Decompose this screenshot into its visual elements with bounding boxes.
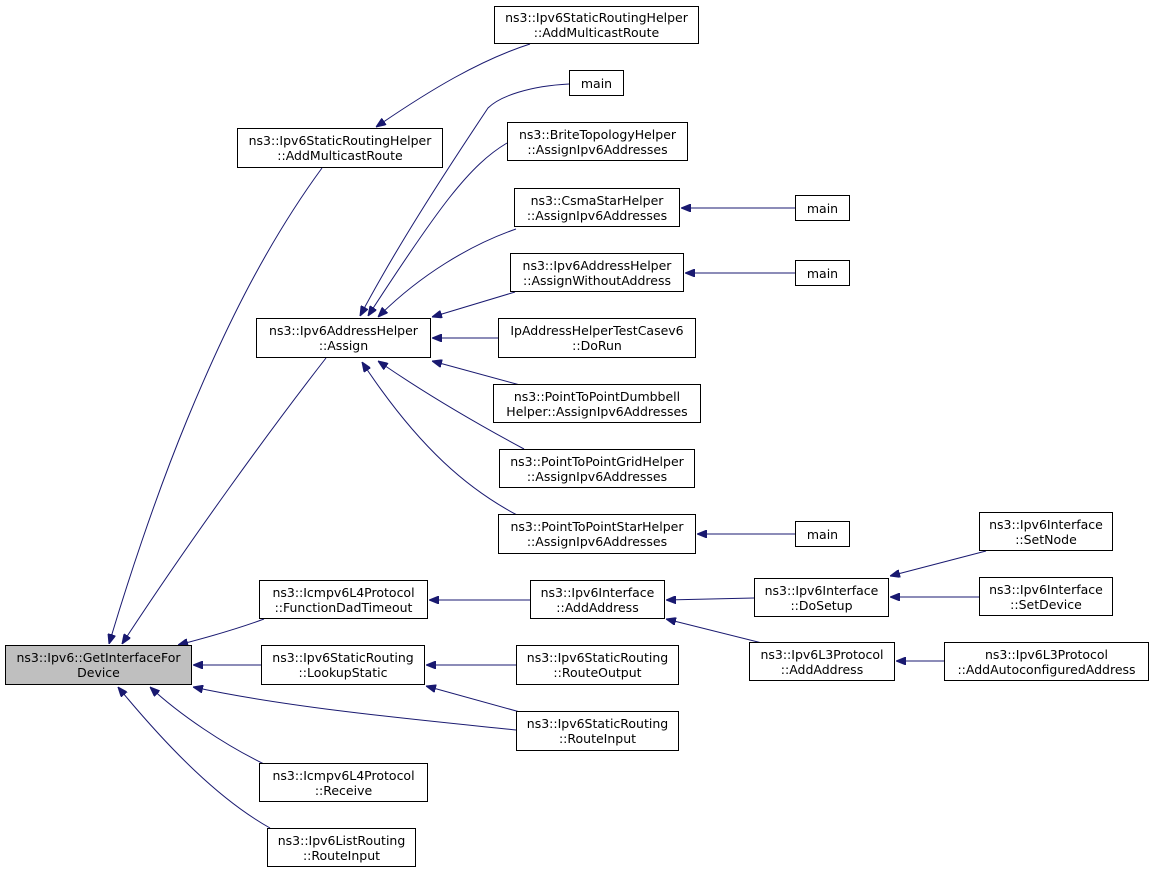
node-label-line: main (806, 265, 839, 281)
node-label-line: ns3::Ipv6Interface (540, 584, 655, 600)
node-label-line: ::Assign (318, 338, 369, 353)
node-label-line: ::AssignIpv6Addresses (527, 141, 668, 157)
node-label-line: ::AddAddress (556, 599, 639, 615)
node-icmpv6-function-dad-timeout[interactable]: ns3::Icmpv6L4Protocol ::FunctionDadTimeo… (259, 580, 428, 619)
node-label-line: ::AddAddress (780, 661, 864, 677)
node-label-line: ::Receive (314, 782, 373, 798)
node-label-line: ns3::Ipv6ListRouting (277, 832, 406, 848)
node-static-routing-helper-add-multicast-route[interactable]: ns3::Ipv6StaticRoutingHelper ::AddMultic… (237, 128, 443, 168)
edge-dumbbell-to-assign (432, 361, 521, 386)
node-address-helper-assign-without-address[interactable]: ns3::Ipv6AddressHelper ::AssignWithoutAd… (510, 253, 684, 292)
node-label-line: ::AssignIpv6Addresses (526, 207, 668, 223)
node-static-routing-helper-add-multicast-route-caller[interactable]: ns3::Ipv6StaticRoutingHelper ::AddMultic… (494, 6, 699, 44)
node-label-line: ns3::BriteTopologyHelper (518, 126, 677, 142)
node-label-line: ::RouteInput (302, 847, 381, 863)
edge-add-multicast-route-caller-to-add-multicast-route (376, 43, 531, 127)
node-label-line: ns3::Ipv6::GetInterfaceFor (16, 650, 181, 665)
node-address-helper-assign[interactable]: ns3::Ipv6AddressHelper ::Assign (256, 318, 431, 358)
node-star-assign-ipv6-addresses[interactable]: ns3::PointToPointStarHelper ::AssignIpv6… (498, 514, 696, 554)
node-grid-assign-ipv6-addresses[interactable]: ns3::PointToPointGridHelper ::AssignIpv6… (499, 449, 695, 488)
node-label-line: ::AssignWithoutAddress (523, 272, 671, 288)
node-label-line: ns3::Ipv6AddressHelper (522, 257, 672, 273)
edge-function-dad-timeout-to-get-interface-for-device (178, 618, 265, 645)
node-list-routing-route-input[interactable]: ns3::Ipv6ListRouting ::RouteInput (267, 828, 416, 867)
edge-star-to-assign (362, 362, 518, 516)
node-static-routing-lookup-static[interactable]: ns3::Ipv6StaticRouting ::LookupStatic (261, 645, 425, 685)
node-label-line: ::AssignIpv6Addresses (526, 468, 668, 484)
node-static-routing-route-output[interactable]: ns3::Ipv6StaticRouting ::RouteOutput (516, 645, 679, 685)
node-label-line: ::DoSetup (790, 597, 853, 613)
node-label-line: Device (77, 665, 120, 680)
node-label-line: ns3::Ipv6Interface (764, 582, 879, 598)
node-main-2[interactable]: main (795, 195, 850, 221)
node-label-line: ::AssignIpv6Addresses (526, 534, 668, 549)
node-interface-add-address[interactable]: ns3::Ipv6Interface ::AddAddress (530, 580, 665, 619)
node-label-line: ns3::CsmaStarHelper (530, 192, 664, 208)
node-label-line: ::DoRun (572, 338, 622, 353)
node-label-line: ::RouteInput (558, 731, 637, 746)
node-label-line: main (806, 526, 839, 542)
node-main-4[interactable]: main (795, 521, 850, 547)
node-label-line: ns3::PointToPointStarHelper (510, 519, 684, 534)
node-label-line: ns3::Ipv6Interface (989, 581, 1103, 597)
edge-route-input-to-get-interface-for-device (193, 687, 517, 731)
node-label-line: ns3::Icmpv6L4Protocol (272, 767, 415, 783)
edge-assign-to-get-interface-for-device (122, 357, 327, 644)
edge-list-routing-route-input-to-get-interface-for-device (118, 687, 271, 829)
edge-do-setup-to-interface-add-address (666, 598, 755, 600)
node-label-line: ns3::Ipv6StaticRoutingHelper (505, 10, 688, 25)
edge-main-1-to-assign (360, 83, 570, 316)
node-label-line: ns3::Ipv6StaticRoutingHelper (248, 133, 432, 148)
edge-add-multicast-route-to-get-interface-for-device (109, 167, 323, 644)
node-label-line: ::AddAutoconfiguredAddress (957, 661, 1136, 677)
node-label-line: main (580, 75, 613, 91)
edge-assign-without-address-to-assign (432, 291, 516, 317)
node-label-line: ::AddMulticastRoute (533, 25, 660, 40)
node-l3-add-address[interactable]: ns3::Ipv6L3Protocol ::AddAddress (749, 642, 895, 681)
edge-receive-to-get-interface-for-device (150, 687, 265, 765)
node-label-line: ::FunctionDadTimeout (274, 599, 413, 615)
node-label-line: ns3::Ipv6StaticRouting (272, 650, 414, 665)
edge-brite-to-assign (368, 142, 508, 316)
edge-l3-add-address-to-interface-add-address (666, 619, 763, 644)
node-label-line: ns3::Icmpv6L4Protocol (272, 584, 415, 600)
node-label-line: ::SetDevice (1010, 596, 1082, 612)
node-brite-assign-ipv6-addresses[interactable]: ns3::BriteTopologyHelper ::AssignIpv6Add… (507, 122, 688, 161)
node-label-line: IpAddressHelperTestCasev6 (510, 323, 684, 338)
edge-grid-to-assign (378, 361, 525, 450)
node-l3-add-autoconfigured-address[interactable]: ns3::Ipv6L3Protocol ::AddAutoconfiguredA… (944, 642, 1149, 681)
edge-csma-star-to-assign (378, 228, 517, 317)
node-test-case-do-run[interactable]: IpAddressHelperTestCasev6 ::DoRun (498, 318, 696, 358)
node-label-line: main (806, 200, 839, 216)
node-label-line: ns3::Ipv6StaticRouting (526, 716, 669, 731)
node-main-1[interactable]: main (569, 70, 624, 96)
node-label-line: ns3::Ipv6Interface (989, 516, 1103, 532)
node-label-line: ns3::Ipv6L3Protocol (984, 646, 1109, 662)
node-main-3[interactable]: main (795, 260, 850, 286)
node-dumbbell-assign-ipv6-addresses[interactable]: ns3::PointToPointDumbbell Helper::Assign… (493, 384, 701, 423)
node-label-line: ::SetNode (1015, 531, 1077, 547)
node-interface-do-setup[interactable]: ns3::Ipv6Interface ::DoSetup (754, 578, 889, 617)
node-label-line: ns3::PointToPointGridHelper (510, 453, 684, 469)
node-label-line: ns3::Ipv6AddressHelper (269, 323, 418, 338)
edge-route-input-to-lookup-static (426, 686, 521, 713)
node-label-line: ns3::Ipv6StaticRouting (526, 650, 669, 665)
node-label-line: ::LookupStatic (298, 665, 388, 680)
node-interface-set-device[interactable]: ns3::Ipv6Interface ::SetDevice (979, 577, 1113, 616)
node-label-line: ns3::Ipv6L3Protocol (760, 646, 884, 662)
node-get-interface-for-device: ns3::Ipv6::GetInterfaceFor Device (5, 645, 192, 685)
node-label-line: Helper::AssignIpv6Addresses (506, 403, 688, 419)
node-static-routing-route-input[interactable]: ns3::Ipv6StaticRouting ::RouteInput (516, 711, 679, 751)
node-interface-set-node[interactable]: ns3::Ipv6Interface ::SetNode (979, 512, 1113, 551)
edge-set-node-to-do-setup (890, 550, 987, 576)
node-csma-star-assign-ipv6-addresses[interactable]: ns3::CsmaStarHelper ::AssignIpv6Addresse… (514, 188, 680, 227)
node-label-line: ::AddMulticastRoute (277, 148, 403, 163)
node-label-line: ::RouteOutput (553, 665, 642, 680)
node-label-line: ns3::PointToPointDumbbell (513, 388, 681, 404)
node-icmpv6-receive[interactable]: ns3::Icmpv6L4Protocol ::Receive (259, 763, 428, 802)
